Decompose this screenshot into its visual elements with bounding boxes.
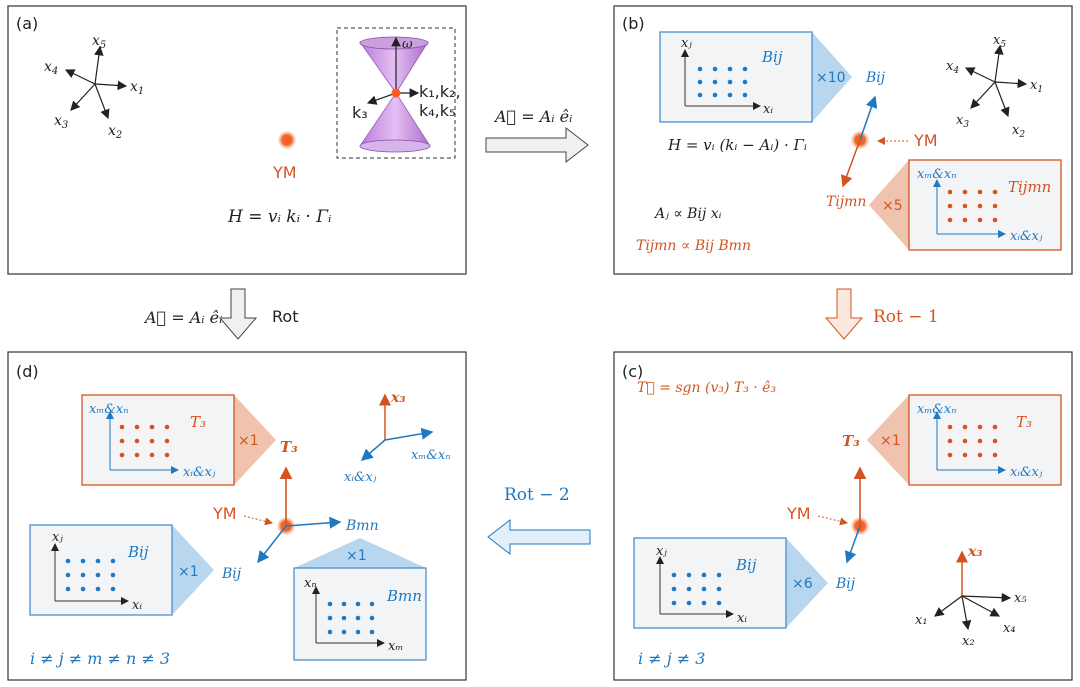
d-t3-yaxis: xₘ&xₙ bbox=[89, 402, 128, 417]
ad-rot: Rot bbox=[272, 307, 298, 326]
c-axes bbox=[934, 550, 1012, 631]
b-bij-yaxis: xⱼ bbox=[681, 36, 692, 51]
d-condition: i ≠ j ≠ m ≠ n ≠ 3 bbox=[30, 649, 170, 668]
d-bmn-title: Bmn bbox=[386, 587, 422, 605]
c-bij-title: Bij bbox=[735, 556, 757, 574]
ab-formula: A⃗ = Aᵢ êᵢ bbox=[493, 107, 572, 126]
c-condition: i ≠ j ≠ 3 bbox=[638, 649, 705, 668]
c-t3-xaxis: xᵢ&xⱼ bbox=[1010, 465, 1043, 480]
d-bij-arrow bbox=[257, 525, 287, 564]
cd-arrow bbox=[487, 518, 591, 556]
c-t3-mult: ×1 bbox=[880, 433, 901, 449]
b-tijmn-box bbox=[869, 159, 1062, 251]
c-formula: T⃗ = sgn (v₃) T₃ · ê₃ bbox=[637, 380, 776, 396]
a-cone-box bbox=[336, 27, 456, 159]
panel-b-label: (b) bbox=[622, 14, 645, 33]
bc-arrow bbox=[824, 288, 864, 340]
b-tijmn-title: Tijmn bbox=[1008, 178, 1051, 196]
d-bmn-xaxis: xₘ bbox=[388, 639, 403, 654]
d-bij-yaxis: xⱼ bbox=[52, 530, 63, 545]
ad-formula: A⃗ = Aᵢ êᵢ bbox=[143, 308, 222, 327]
ad-arrow bbox=[218, 288, 258, 340]
a-ym-label: YM bbox=[272, 163, 297, 182]
b-ym-label: YM bbox=[913, 131, 938, 150]
d-t3-arrow-label: T₃ bbox=[280, 438, 298, 456]
d-bmn-box bbox=[293, 538, 427, 661]
bc-rot: Rot − 1 bbox=[873, 307, 939, 327]
c-bij-arrow-label: Bij bbox=[835, 576, 856, 592]
b-relation2: Tijmn ∝ Bij Bmn bbox=[636, 238, 751, 254]
b-bij-box bbox=[659, 31, 852, 123]
c-axis-x1: x₁ bbox=[915, 613, 928, 628]
d-bij-box bbox=[29, 524, 214, 616]
d-axis-right: xₘ&xₙ bbox=[411, 448, 450, 463]
c-bij-arrow bbox=[844, 525, 861, 564]
c-axis-x4: x₄ bbox=[1003, 621, 1016, 636]
b-relation1: Aⱼ ∝ Bij xᵢ bbox=[653, 206, 722, 222]
b-bij-arrow-label: Bij bbox=[865, 70, 886, 86]
a-dirac-cone bbox=[359, 36, 431, 153]
panel-a-axes bbox=[64, 45, 128, 120]
d-bij-arrow-label: Bij bbox=[221, 566, 242, 582]
b-bij-xaxis: xᵢ bbox=[763, 102, 773, 117]
d-t3-box bbox=[81, 394, 276, 486]
c-ym-pointer bbox=[817, 515, 848, 526]
d-bij-mult: ×1 bbox=[178, 564, 199, 580]
c-bij-xaxis: xᵢ bbox=[737, 611, 747, 626]
cone-k12: k₁,k₂, bbox=[419, 82, 461, 101]
d-bmn-mult: ×1 bbox=[346, 548, 367, 564]
d-axis-up: x₃ bbox=[390, 390, 405, 406]
d-t3-mult: ×1 bbox=[238, 433, 259, 449]
d-t3-title: T₃ bbox=[190, 413, 206, 431]
b-hamiltonian: H = vᵢ (kᵢ − Aᵢ) · Γᵢ bbox=[667, 136, 807, 154]
c-bij-mult: ×6 bbox=[792, 576, 813, 592]
cone-k45: k₄,k₅ bbox=[419, 101, 455, 120]
b-bij-title: Bij bbox=[761, 48, 783, 66]
c-t3-title: T₃ bbox=[1016, 413, 1032, 431]
c-t3-yaxis: xₘ&xₙ bbox=[917, 402, 956, 417]
c-axis-x3: x₃ bbox=[967, 544, 982, 560]
b-tijmn-xaxis: xᵢ&xⱼ bbox=[1010, 229, 1043, 244]
c-t3-box bbox=[867, 394, 1062, 486]
c-bij-yaxis: xⱼ bbox=[656, 544, 667, 559]
cd-rot: Rot − 2 bbox=[504, 485, 570, 505]
d-ym-pointer bbox=[243, 515, 273, 526]
d-bmn-arrow bbox=[285, 516, 342, 529]
d-bij-title: Bij bbox=[127, 543, 149, 561]
panel-c-label: (c) bbox=[622, 362, 643, 381]
d-ym-label: YM bbox=[212, 504, 237, 523]
panel-d-label: (d) bbox=[16, 362, 39, 381]
b-bij-mult: ×10 bbox=[816, 70, 846, 86]
c-axis-x2: x₂ bbox=[962, 634, 975, 649]
d-bmn-yaxis: xₙ bbox=[304, 576, 317, 591]
c-t3-arrow-label: T₃ bbox=[842, 432, 860, 450]
a-hamiltonian: H = vᵢ kᵢ · Γᵢ bbox=[227, 207, 331, 227]
cone-omega: ω bbox=[402, 37, 413, 52]
c-bij-box bbox=[633, 537, 828, 629]
c-ym-label: YM bbox=[786, 504, 811, 523]
b-tijmn-arrow-label: Tijmn bbox=[826, 194, 866, 210]
b-tijmn-arrow bbox=[841, 139, 861, 188]
b-bij-arrow bbox=[859, 95, 878, 141]
b-tijmn-yaxis: xₘ&xₙ bbox=[917, 167, 956, 182]
c-axis-x5: x₅ bbox=[1014, 591, 1027, 606]
b-bij-dots bbox=[697, 66, 748, 98]
d-axes bbox=[360, 393, 434, 461]
d-bmn-arrow-label: Bmn bbox=[345, 518, 379, 534]
a-ym-dot bbox=[278, 131, 296, 149]
panel-a-label: (a) bbox=[16, 14, 38, 33]
b-tijmn-mult: ×5 bbox=[882, 198, 903, 214]
d-bij-xaxis: xᵢ bbox=[132, 598, 142, 613]
d-t3-xaxis: xᵢ&xⱼ bbox=[183, 465, 216, 480]
ab-arrow bbox=[485, 126, 589, 164]
d-axis-down: xᵢ&xⱼ bbox=[344, 470, 377, 485]
cone-k3: k₃ bbox=[352, 103, 368, 122]
b-axes bbox=[964, 44, 1028, 118]
